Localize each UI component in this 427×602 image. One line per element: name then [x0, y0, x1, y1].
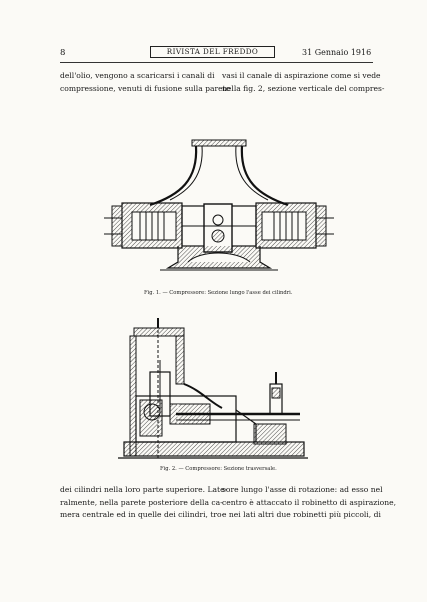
text-line: vasi il canale di aspirazione come si ve…	[222, 71, 381, 80]
text-line: compressione, venuti di fusione sulla pa…	[60, 83, 231, 93]
page-number: 8	[60, 48, 66, 58]
text-line: centro è attaccato il robinetto di aspir…	[222, 497, 397, 507]
text-column-left-top: dell'olio, vengono a scaricarsi i canali…	[60, 70, 231, 95]
fig1-compressor-longitudinal-section	[104, 139, 334, 271]
text-column-right-top: vasi il canale di aspirazione come si ve…	[222, 70, 385, 95]
running-title: RIVISTA DEL FREDDO	[150, 46, 275, 58]
text-line: ralmente, nella parete posteriore della …	[60, 497, 223, 507]
fig2-compressor-transverse-section	[118, 318, 308, 459]
figure-2-caption: Fig. 2. — Compressore: Sezione trasversa…	[160, 466, 277, 472]
text-column-left-bottom: dei cilindri nella loro parte superiore.…	[60, 484, 228, 522]
issue-date: 31 Gennaio 1916	[302, 48, 372, 57]
text-line: e nei lati altri due robinetti più picco…	[222, 510, 381, 520]
text-line: sore lungo l'asse di rotazione: ad esso …	[222, 485, 383, 494]
text-column-right-bottom: sore lungo l'asse di rotazione: ad esso …	[222, 484, 397, 522]
figure-1-caption: Fig. 1. — Compressore: Sezione lungo l'a…	[144, 290, 293, 296]
text-line: nella fig. 2, sezione verticale del comp…	[222, 83, 385, 93]
text-line: dei cilindri nella loro parte superiore.…	[60, 485, 228, 494]
header-rule	[60, 62, 373, 63]
text-line: dell'olio, vengono a scaricarsi i canali…	[60, 71, 215, 80]
text-line: mera centrale ed in quelle dei cilindri,…	[60, 510, 225, 520]
